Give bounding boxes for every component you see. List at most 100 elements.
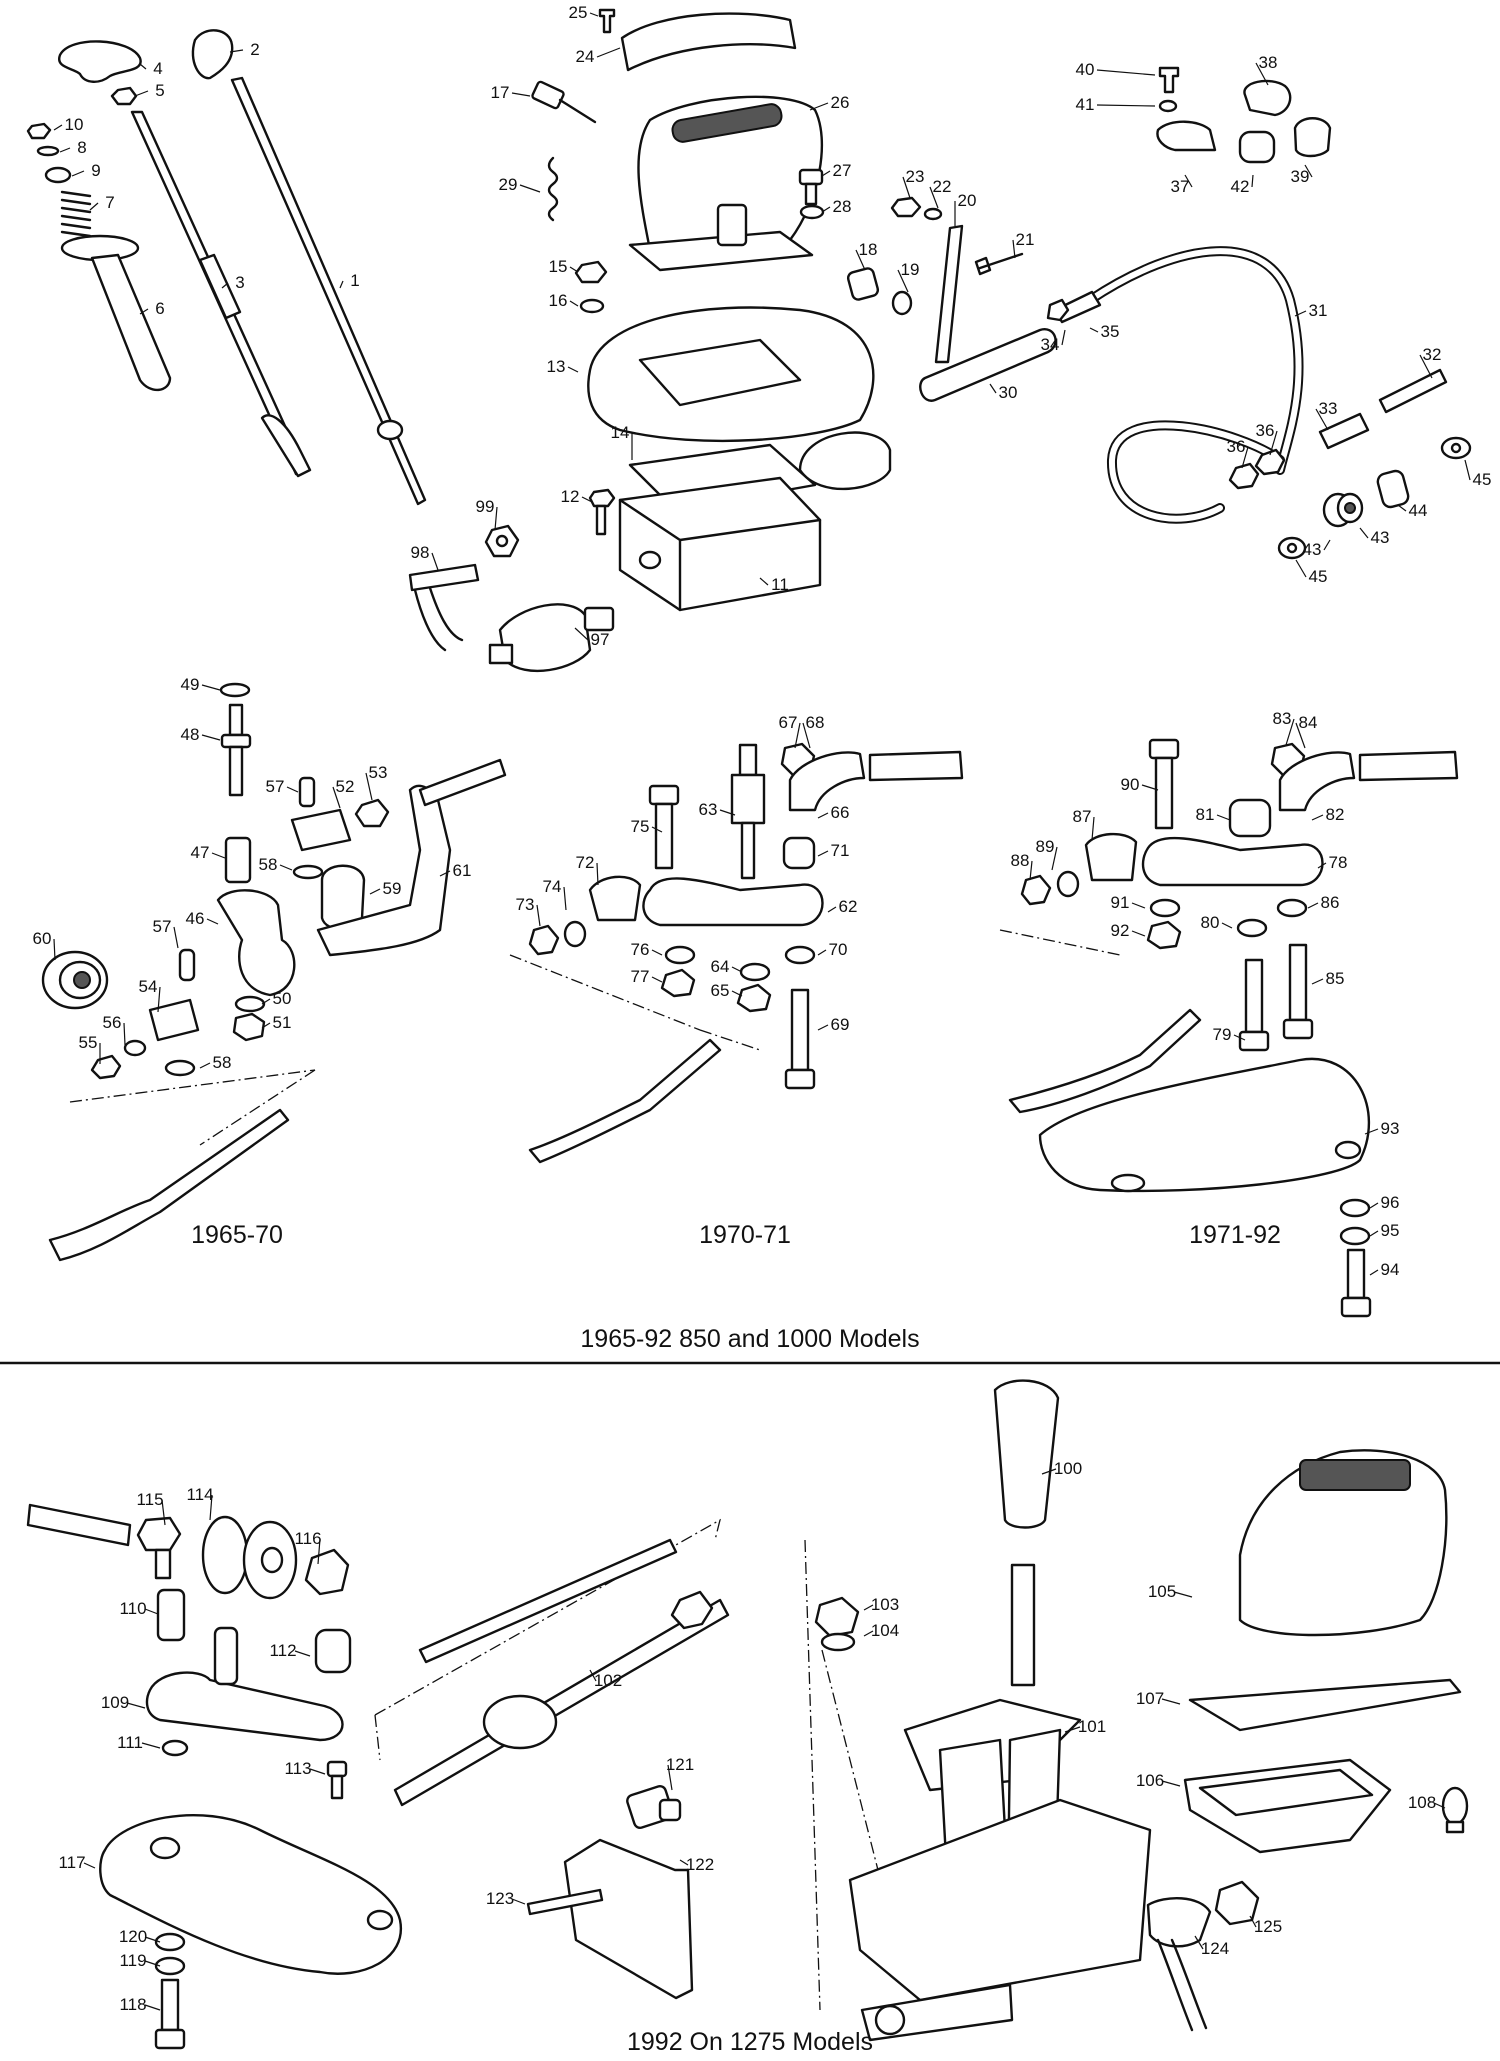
callout-41: 41 (1076, 95, 1156, 114)
leader-line (1295, 559, 1307, 578)
washer-19 (891, 290, 913, 316)
bush-9 (44, 166, 72, 184)
callout-number: 81 (1196, 805, 1215, 824)
callout-42: 42 (1231, 174, 1254, 196)
bolt-90 (1148, 738, 1180, 830)
washer-58b (164, 1059, 196, 1077)
leader-line (439, 870, 451, 877)
cable-1971-92 (1008, 1008, 1202, 1114)
washer-64 (739, 962, 771, 982)
bush-44 (1376, 469, 1410, 509)
callout-number: 123 (486, 1889, 514, 1908)
plate-62 (642, 877, 824, 927)
nut-65 (736, 983, 772, 1013)
leader-line (1359, 527, 1369, 539)
callout-number: 76 (631, 940, 650, 959)
callout-number: 48 (181, 725, 200, 744)
callout-32: 32 (1419, 345, 1441, 379)
leader-line (511, 1898, 526, 1905)
nut-77 (660, 968, 696, 998)
callout-57: 57 (266, 777, 299, 796)
bracket-72 (588, 875, 642, 922)
leader-line (1216, 814, 1231, 821)
callout-number: 64 (711, 957, 730, 976)
callout-118: 118 (119, 1995, 161, 2014)
tray-106 (1183, 1758, 1392, 1854)
callout-number: 7 (105, 193, 114, 212)
clip-111 (161, 1739, 189, 1757)
leader-line (989, 383, 997, 394)
bolt-113 (326, 1760, 348, 1800)
leader-line (144, 2004, 161, 2011)
lever-100-shaft (1010, 1563, 1036, 1687)
leader-line (1307, 902, 1319, 909)
callout-22: 22 (929, 177, 951, 209)
switch-121 (626, 1785, 682, 1829)
leader-line (317, 1538, 321, 1565)
callout-104: 104 (863, 1621, 899, 1640)
callout-number: 21 (1016, 230, 1035, 249)
pin-57 (298, 776, 316, 808)
leader-line (511, 92, 531, 97)
callout-number: 60 (33, 929, 52, 948)
callout-111: 111 (117, 1733, 161, 1752)
callout-88: 88 (1011, 851, 1033, 881)
leader-line (1131, 930, 1146, 937)
callout-18: 18 (855, 240, 877, 271)
callout-number: 20 (958, 191, 977, 210)
callout-103: 103 (863, 1595, 899, 1614)
leader-line (1397, 504, 1407, 512)
washer-56 (123, 1039, 147, 1057)
callout-number: 72 (576, 853, 595, 872)
callout-21: 21 (1012, 230, 1035, 259)
leader-line (1131, 902, 1146, 909)
lower-section-title: 1992 On 1275 Models (627, 2028, 873, 2056)
callout-number: 94 (1381, 1260, 1400, 1279)
leader-line (1433, 1802, 1446, 1809)
cover-93 (1038, 1057, 1370, 1193)
callout-number: 63 (699, 800, 718, 819)
callout-number: 66 (831, 803, 850, 822)
callout-number: 47 (191, 843, 210, 862)
leader-line (817, 812, 829, 819)
leader-line (1194, 1935, 1204, 1950)
callout-23: 23 (902, 167, 924, 199)
knob-2 (191, 29, 234, 80)
callout-number: 51 (273, 1013, 292, 1032)
callout-68: 68 (802, 713, 824, 749)
leader-line (667, 1764, 673, 1791)
leader-line (59, 147, 71, 153)
leader-line (365, 772, 373, 801)
leader-line (83, 1862, 96, 1869)
callout-121: 121 (666, 1755, 694, 1791)
leader-line (201, 684, 221, 691)
callout-63: 63 (699, 800, 736, 819)
callout-number: 58 (259, 855, 278, 874)
elbow-66-68 (780, 742, 964, 812)
caption-1971-92: 1971-92 (1189, 1221, 1281, 1249)
callout-54: 54 (139, 977, 161, 1013)
leader-line (309, 1768, 326, 1775)
callout-number: 35 (1101, 322, 1120, 341)
leader-line (902, 176, 911, 199)
nut-36a (1254, 448, 1286, 476)
callout-number: 70 (829, 940, 848, 959)
leader-line (89, 202, 99, 211)
bush-71 (782, 836, 816, 870)
rod-102a (418, 1538, 678, 1664)
leader-line (294, 1650, 311, 1657)
leader-line (211, 852, 226, 859)
leader-line (569, 300, 579, 307)
callout-11: 11 (759, 575, 789, 594)
callout-117: 117 (58, 1853, 96, 1872)
cover-105 (1238, 1449, 1448, 1637)
leader-line (1311, 814, 1324, 821)
cable-end-61 (418, 758, 507, 807)
knob-4 (57, 40, 142, 83)
callout-17: 17 (491, 83, 531, 102)
leader-line (651, 826, 663, 833)
callout-71: 71 (817, 841, 849, 860)
bracket-37 (1156, 120, 1217, 152)
leader-line (569, 266, 579, 273)
bolt-69 (784, 988, 816, 1090)
